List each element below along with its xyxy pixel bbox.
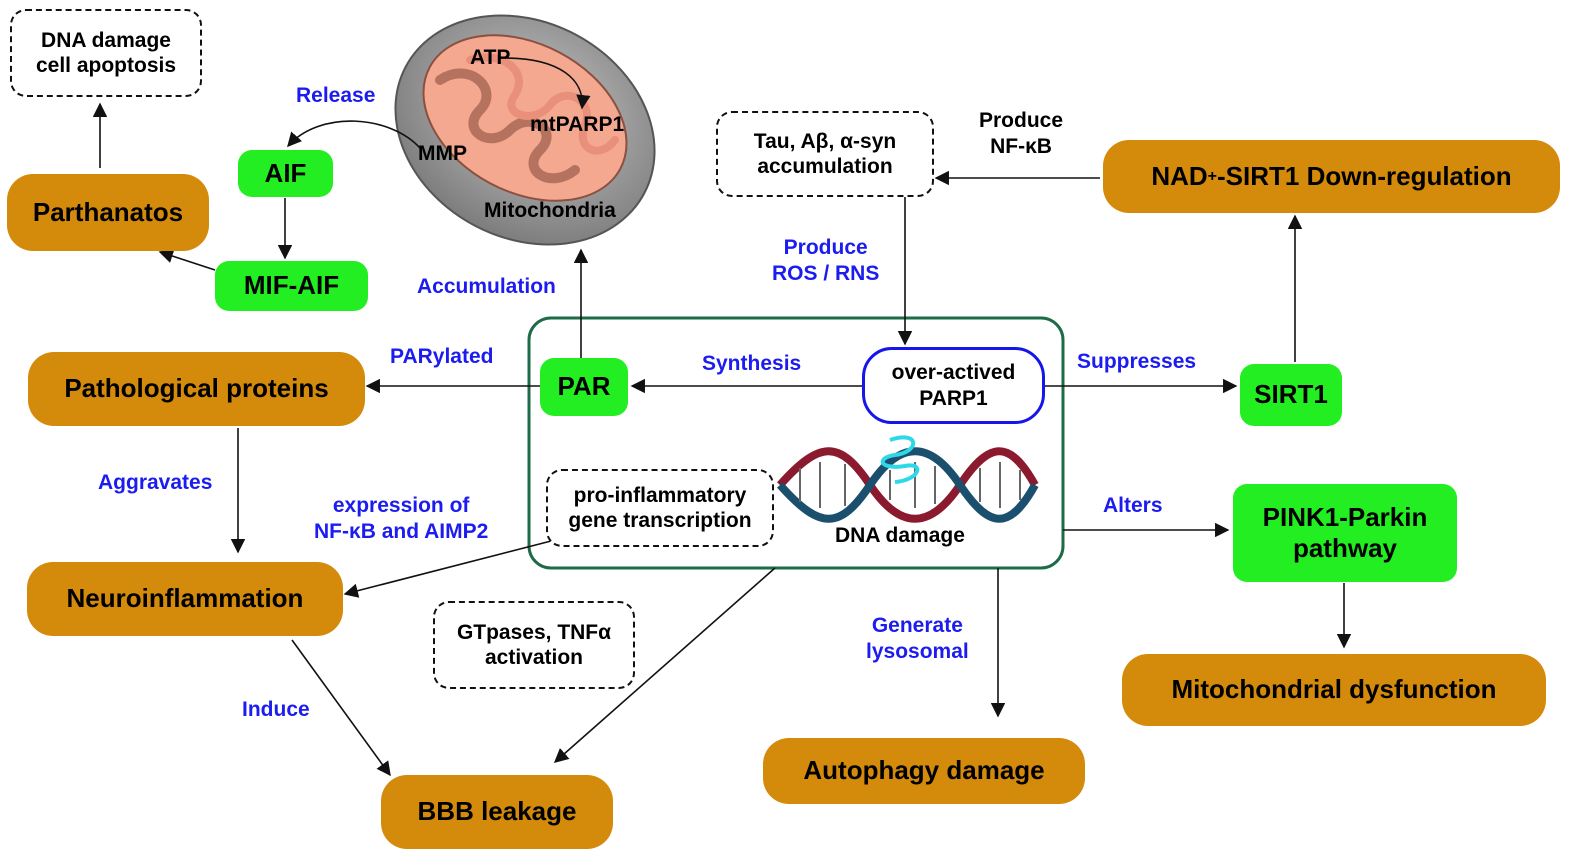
mitochondria-illustration xyxy=(394,14,656,246)
bbb-leakage-node: BBB leakage xyxy=(381,775,613,849)
produce-nfkb-label: Produce NF-κB xyxy=(979,109,1064,159)
dna-damage-label: DNA damage xyxy=(835,524,965,547)
parylated-label: PARylated xyxy=(390,345,494,368)
aif-node: AIF xyxy=(238,150,333,197)
induce-label: Induce xyxy=(242,698,310,721)
mitochondria-label: Mitochondria xyxy=(484,199,616,222)
nad-sirt1-label: -SIRT1 Down-regulation xyxy=(1217,160,1512,191)
mitochondrial-dysfunction-node: Mitochondrial dysfunction xyxy=(1122,654,1546,726)
mif-aif-node: MIF-AIF xyxy=(215,261,368,311)
produce-ros-label: Produce ROS / RNS xyxy=(772,236,880,286)
parthanatos-node: Parthanatos xyxy=(7,174,209,251)
mtparp1-label: mtPARP1 xyxy=(530,113,625,136)
pathological-proteins-node: Pathological proteins xyxy=(28,352,365,426)
accumulation-label: Accumulation xyxy=(417,275,556,298)
arrow-atp-to-mtparp1 xyxy=(504,57,591,110)
alters-label: Alters xyxy=(1103,494,1163,517)
arrow-center-to-bbb xyxy=(553,567,776,763)
arrow-transcription-to-neuroinflammation xyxy=(343,539,556,598)
central-container xyxy=(527,316,1065,570)
mmp-label: MMP xyxy=(418,142,467,165)
parp1-node: over-actived PARP1 xyxy=(862,347,1045,424)
arrow-neuroinflammation-to-bbb xyxy=(291,639,391,777)
autophagy-damage-node: Autophagy damage xyxy=(763,738,1085,804)
release-label: Release xyxy=(296,84,376,107)
gtpases-node: GTpases, TNFα activation xyxy=(433,601,635,689)
synthesis-label: Synthesis xyxy=(702,352,802,375)
par-node: PAR xyxy=(540,358,628,416)
atp-label: ATP xyxy=(470,46,511,69)
nad-sirt1-node: NAD+-SIRT1 Down-regulation xyxy=(1103,140,1560,213)
pro-inflammatory-node: pro-inflammatory gene transcription xyxy=(546,469,774,547)
dna-damage-apoptosis-node: DNA damage cell apoptosis xyxy=(10,9,202,97)
pink1-parkin-node: PINK1-Parkin pathway xyxy=(1233,484,1457,582)
arrows xyxy=(92,57,1352,777)
expression-label: expression of NF-κB and AIMP2 xyxy=(314,494,489,544)
neuroinflammation-node: Neuroinflammation xyxy=(27,562,343,636)
dna-helix-illustration xyxy=(777,435,1039,523)
suppresses-label: Suppresses xyxy=(1077,350,1197,373)
arrow-mif-aif-to-parthanatos xyxy=(158,249,216,271)
tau-abeta-node: Tau, Aβ, α-syn accumulation xyxy=(716,111,934,197)
generate-lysosomal-label: Generate lysosomal xyxy=(866,614,969,664)
arrow-mmp-to-aif xyxy=(287,120,421,149)
sirt1-node: SIRT1 xyxy=(1240,364,1342,426)
aggravates-label: Aggravates xyxy=(98,471,213,494)
